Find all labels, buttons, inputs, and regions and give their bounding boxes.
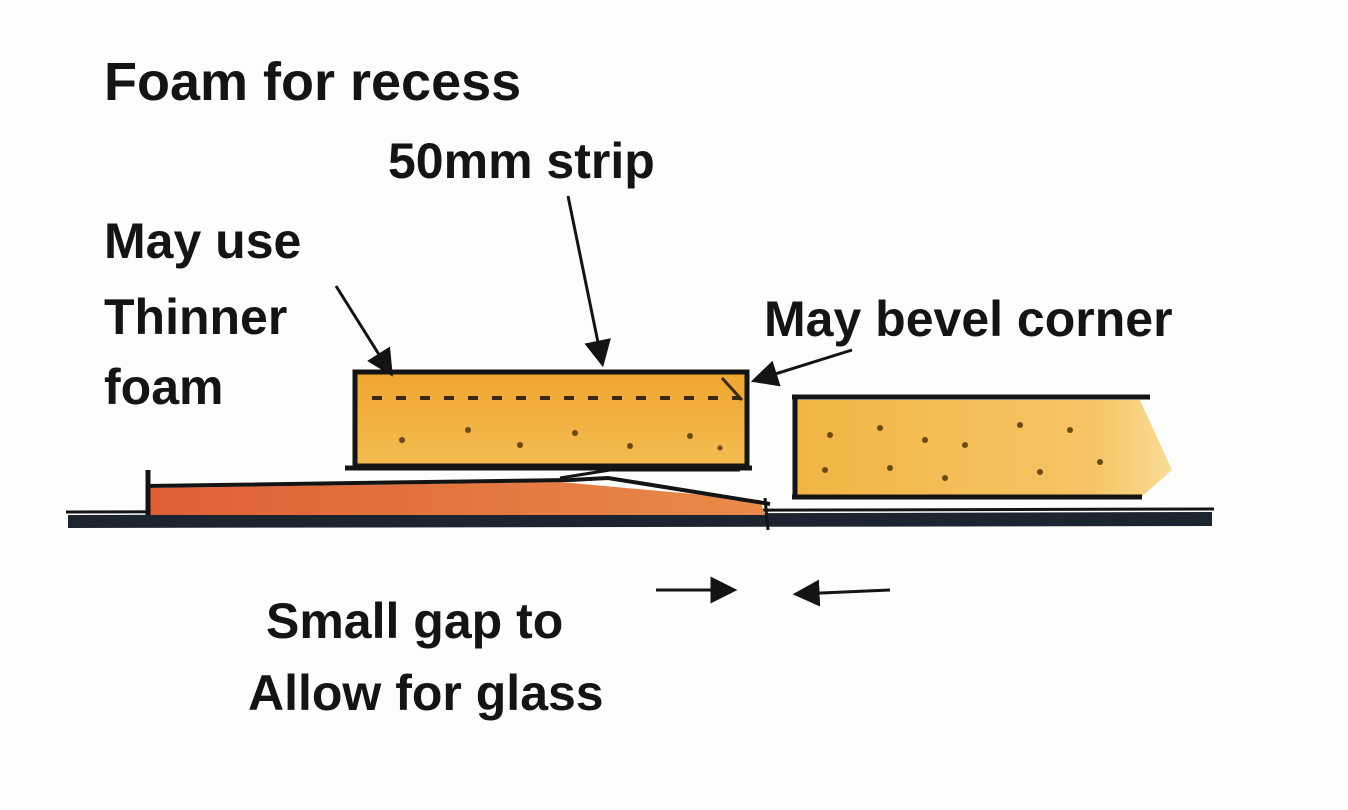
arrow-gap-right [792,579,891,607]
leader-arrows [334,195,891,607]
thin-foam-wedge [145,468,771,531]
arrow-strip [566,195,611,368]
thinner-label-line3: foam [104,359,223,415]
foam-strip [345,369,752,471]
bevel-label: May bevel corner [764,291,1173,347]
gap-label-line1: Small gap to [266,593,563,649]
arrow-thinner [334,285,393,377]
strip-label: 50mm strip [388,133,655,189]
foam-strip-speckles [399,427,723,451]
foam-block-speckles [822,422,1103,481]
gap-label-line2: Allow for glass [248,665,604,721]
thinner-label-line1: May use [104,213,301,269]
foam-block-right [792,394,1172,500]
thinner-label-line2: Thinner [104,289,287,345]
title-label: Foam for recess [104,52,521,112]
arrow-bevel [750,348,853,387]
